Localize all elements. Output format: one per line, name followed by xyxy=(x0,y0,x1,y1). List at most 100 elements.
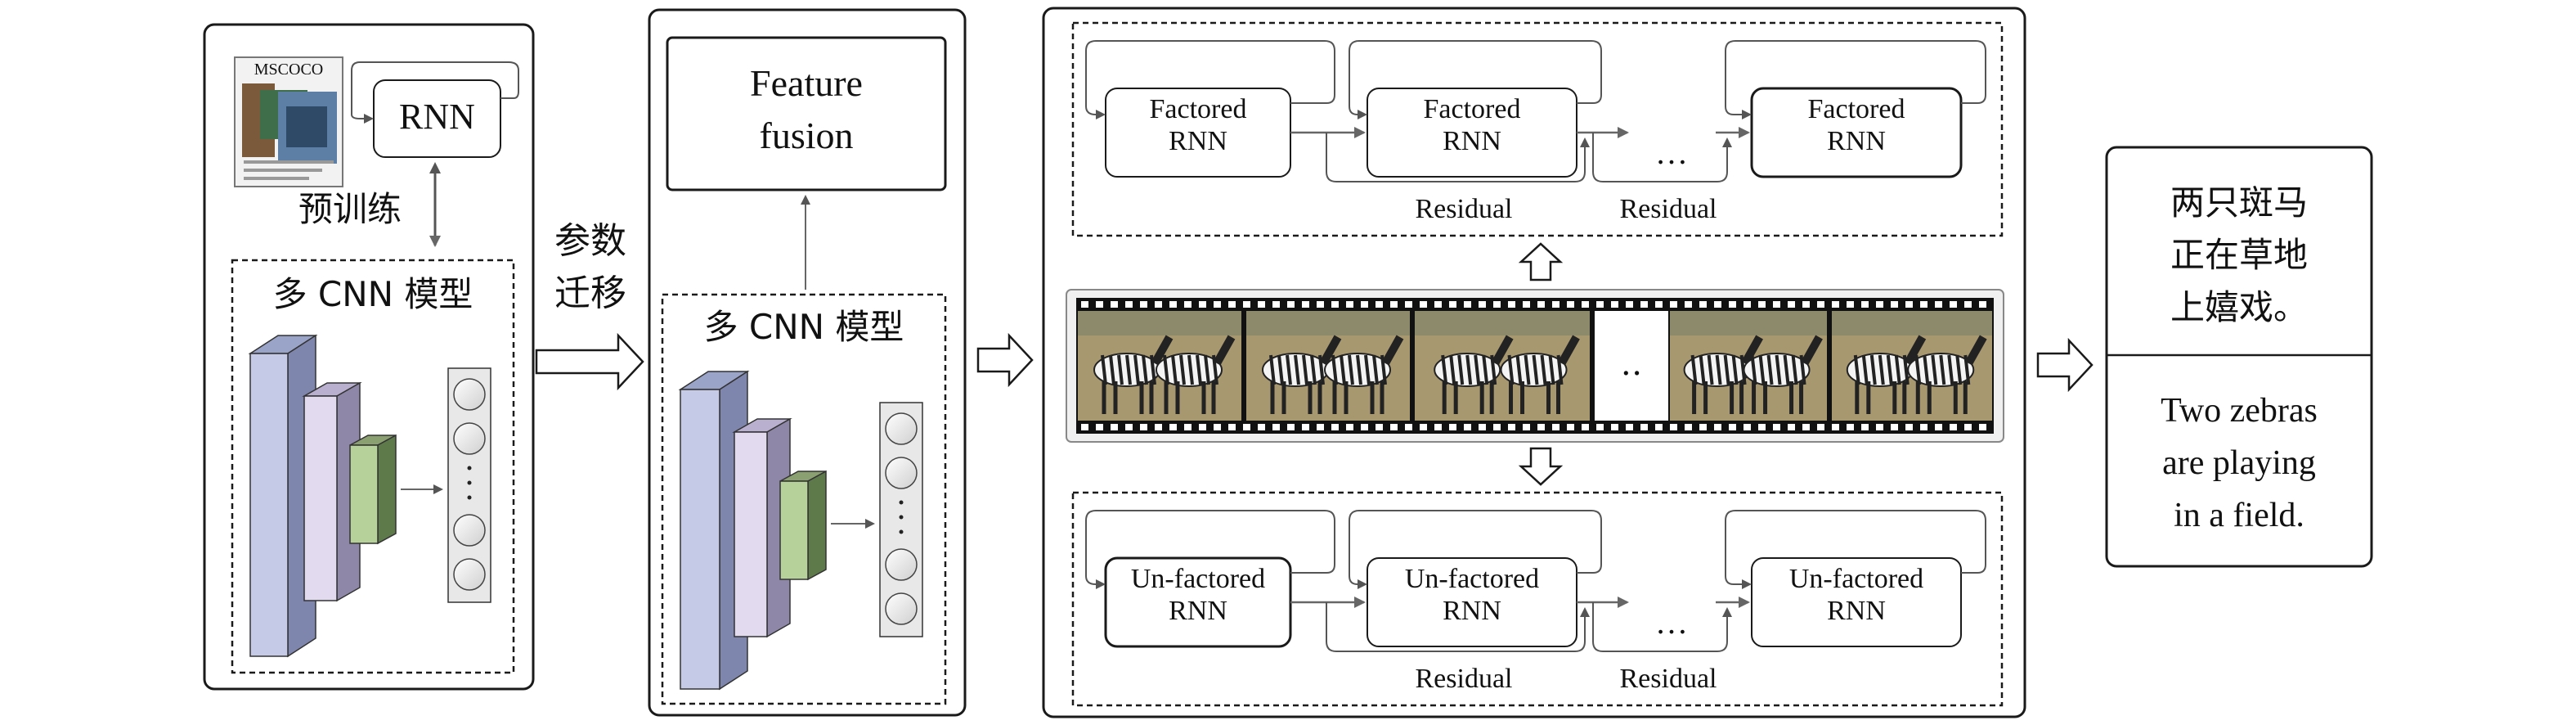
film-frame xyxy=(1415,311,1590,421)
film-sprocket-hole xyxy=(1729,301,1736,308)
film-sprocket-hole xyxy=(1920,301,1928,308)
mscoco-thumbnail xyxy=(234,56,343,187)
film-sprocket-hole xyxy=(1169,301,1177,308)
film-sprocket-hole xyxy=(1582,301,1589,308)
film-sprocket-hole xyxy=(1876,301,1883,308)
film-sprocket-hole xyxy=(1420,301,1427,308)
down-arrow xyxy=(1518,447,1564,486)
unfactored-residual-2: Residual xyxy=(1619,664,1717,694)
film-sprocket-hole xyxy=(1626,301,1633,308)
film-sprocket-hole xyxy=(1302,424,1309,430)
film-sprocket-hole xyxy=(1552,424,1560,430)
film-gap-dots: ‥ xyxy=(1620,345,1643,382)
film-sprocket-hole xyxy=(1729,424,1736,430)
film-sprocket-hole xyxy=(1817,424,1824,430)
pretrain-panel xyxy=(203,23,535,691)
film-sprocket-hole xyxy=(1405,424,1412,430)
film-sprocket-hole xyxy=(1758,424,1766,430)
film-sprocket-hole xyxy=(1155,424,1162,430)
film-sprocket-hole xyxy=(1493,301,1501,308)
film-sprocket-hole xyxy=(1802,424,1810,430)
film-sprocket-hole xyxy=(1390,301,1398,308)
film-sprocket-hole xyxy=(1891,301,1898,308)
film-sprocket-hole xyxy=(1655,301,1663,308)
transfer-label-2: 迁移 xyxy=(554,272,626,314)
film-sprocket-hole xyxy=(1964,301,1972,308)
multi-cnn-label-1: 多 CNN 模型 xyxy=(272,274,473,314)
film-sprocket-hole xyxy=(1258,424,1265,430)
feature-fusion-label-2: fusion xyxy=(759,115,854,156)
film-sprocket-hole xyxy=(1640,424,1648,430)
film-sprocket-hole xyxy=(1537,424,1545,430)
film-sprocket-hole xyxy=(1847,301,1854,308)
film-sprocket-hole xyxy=(1243,301,1250,308)
film-sprocket-hole xyxy=(1096,301,1103,308)
film-sprocket-hole xyxy=(1346,424,1353,430)
film-sprocket-hole xyxy=(1228,301,1236,308)
multi-cnn-label-2: 多 CNN 模型 xyxy=(703,307,904,347)
film-sprocket-hole xyxy=(1140,424,1147,430)
film-sprocket-hole xyxy=(1405,301,1412,308)
feature-fusion-box xyxy=(666,36,947,191)
film-sprocket-hole xyxy=(1081,424,1088,430)
film-sprocket-hole xyxy=(1287,301,1295,308)
factored-residual-1: Residual xyxy=(1415,194,1513,224)
film-sprocket-hole xyxy=(1125,424,1133,430)
factored-residual-2: Residual xyxy=(1619,194,1717,224)
film-sprocket-hole xyxy=(1611,301,1618,308)
film-sprocket-hole xyxy=(1920,424,1928,430)
caption-zh: 两只斑马正在草地上嬉戏。 xyxy=(2170,182,2308,327)
film-sprocket-hole xyxy=(1449,424,1456,430)
film-sprocket-hole xyxy=(1773,301,1780,308)
pretrain-rnn-label: RNN xyxy=(399,97,475,137)
film-sprocket-hole xyxy=(1670,301,1677,308)
film-frame xyxy=(1832,311,1992,421)
film-sprocket-hole xyxy=(1420,424,1427,430)
film-sprocket-hole xyxy=(1390,424,1398,430)
factored-ellipsis: … xyxy=(1655,134,1688,171)
film-sprocket-hole xyxy=(1434,424,1442,430)
film-sprocket-hole xyxy=(1317,301,1324,308)
film-sprocket-hole xyxy=(1567,301,1574,308)
film-sprocket-hole xyxy=(1905,301,1913,308)
film-sprocket-hole xyxy=(1140,301,1147,308)
film-sprocket-hole xyxy=(1699,424,1707,430)
film-sprocket-hole xyxy=(1169,424,1177,430)
film-sprocket-hole xyxy=(1935,424,1942,430)
film-sprocket-hole xyxy=(1125,301,1133,308)
film-sprocket-hole xyxy=(1155,301,1162,308)
film-sprocket-hole xyxy=(1272,301,1280,308)
film-sprocket-hole xyxy=(1523,301,1530,308)
factored-dashed-group xyxy=(1071,21,2004,237)
film-sprocket-hole xyxy=(1685,301,1692,308)
film-sprocket-hole xyxy=(1979,301,1986,308)
unfactored-residual-1: Residual xyxy=(1415,664,1513,694)
film-sprocket-hole xyxy=(1287,424,1295,430)
film-sprocket-hole xyxy=(1802,301,1810,308)
output-panel xyxy=(2105,146,2373,568)
film-sprocket-hole xyxy=(1361,424,1368,430)
film-sprocket-hole xyxy=(1331,424,1339,430)
film-sprocket-hole xyxy=(1861,301,1869,308)
film-sprocket-hole xyxy=(1817,301,1824,308)
film-sprocket-hole xyxy=(1199,424,1206,430)
film-sprocket-hole xyxy=(1228,424,1236,430)
feature-fusion-label-1: Feature xyxy=(750,62,863,104)
film-sprocket-hole xyxy=(1950,301,1957,308)
film-sprocket-hole xyxy=(1979,424,1986,430)
film-frame xyxy=(1246,311,1410,421)
film-sprocket-hole xyxy=(1596,424,1604,430)
film-sprocket-hole xyxy=(1081,301,1088,308)
transfer-arrow xyxy=(535,332,644,391)
film-sprocket-hole xyxy=(1670,424,1677,430)
film-sprocket-hole xyxy=(1788,301,1795,308)
film-sprocket-hole xyxy=(1537,301,1545,308)
film-sprocket-hole xyxy=(1184,424,1192,430)
film-sprocket-hole xyxy=(1111,424,1118,430)
film-sprocket-hole xyxy=(1523,424,1530,430)
